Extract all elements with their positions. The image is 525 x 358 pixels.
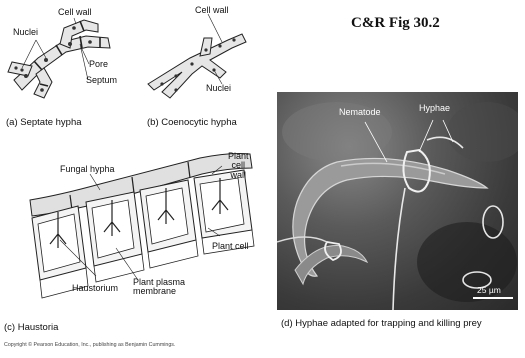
label-fungal-hypha: Fungal hypha <box>60 165 115 174</box>
label-cell-wall-b: Cell wall <box>195 6 229 15</box>
label-hyphae: Hyphae <box>419 104 450 113</box>
caption-a: (a) Septate hypha <box>6 117 82 128</box>
copyright-notice: Copyright © Pearson Education, Inc., pub… <box>4 342 175 348</box>
label-pore: Pore <box>89 60 108 69</box>
coenocytic-hypha-drawing <box>140 0 260 110</box>
label-plant-plasma-membrane: Plant plasma membrane <box>133 278 185 297</box>
caption-d: (d) Hyphae adapted for trapping and kill… <box>281 318 482 329</box>
label-nuclei-b: Nuclei <box>206 84 231 93</box>
label-haustorium: Haustorium <box>72 284 118 293</box>
label-scale-bar: 25 µm <box>477 286 501 295</box>
caption-c: (c) Haustoria <box>4 322 58 333</box>
label-cell-wall-a: Cell wall <box>58 8 92 17</box>
label-plant-cell-wall: Plant cell wall <box>228 152 249 180</box>
label-nematode: Nematode <box>339 108 381 117</box>
figure-title: C&R Fig 30.2 <box>351 15 440 32</box>
label-septum: Septum <box>86 76 117 85</box>
label-nuclei-a: Nuclei <box>13 28 38 37</box>
label-plant-cell: Plant cell <box>212 242 249 251</box>
caption-b: (b) Coenocytic hypha <box>147 117 237 128</box>
micrograph: Nematode Hyphae 25 µm <box>277 92 518 310</box>
micrograph-content <box>277 92 518 310</box>
